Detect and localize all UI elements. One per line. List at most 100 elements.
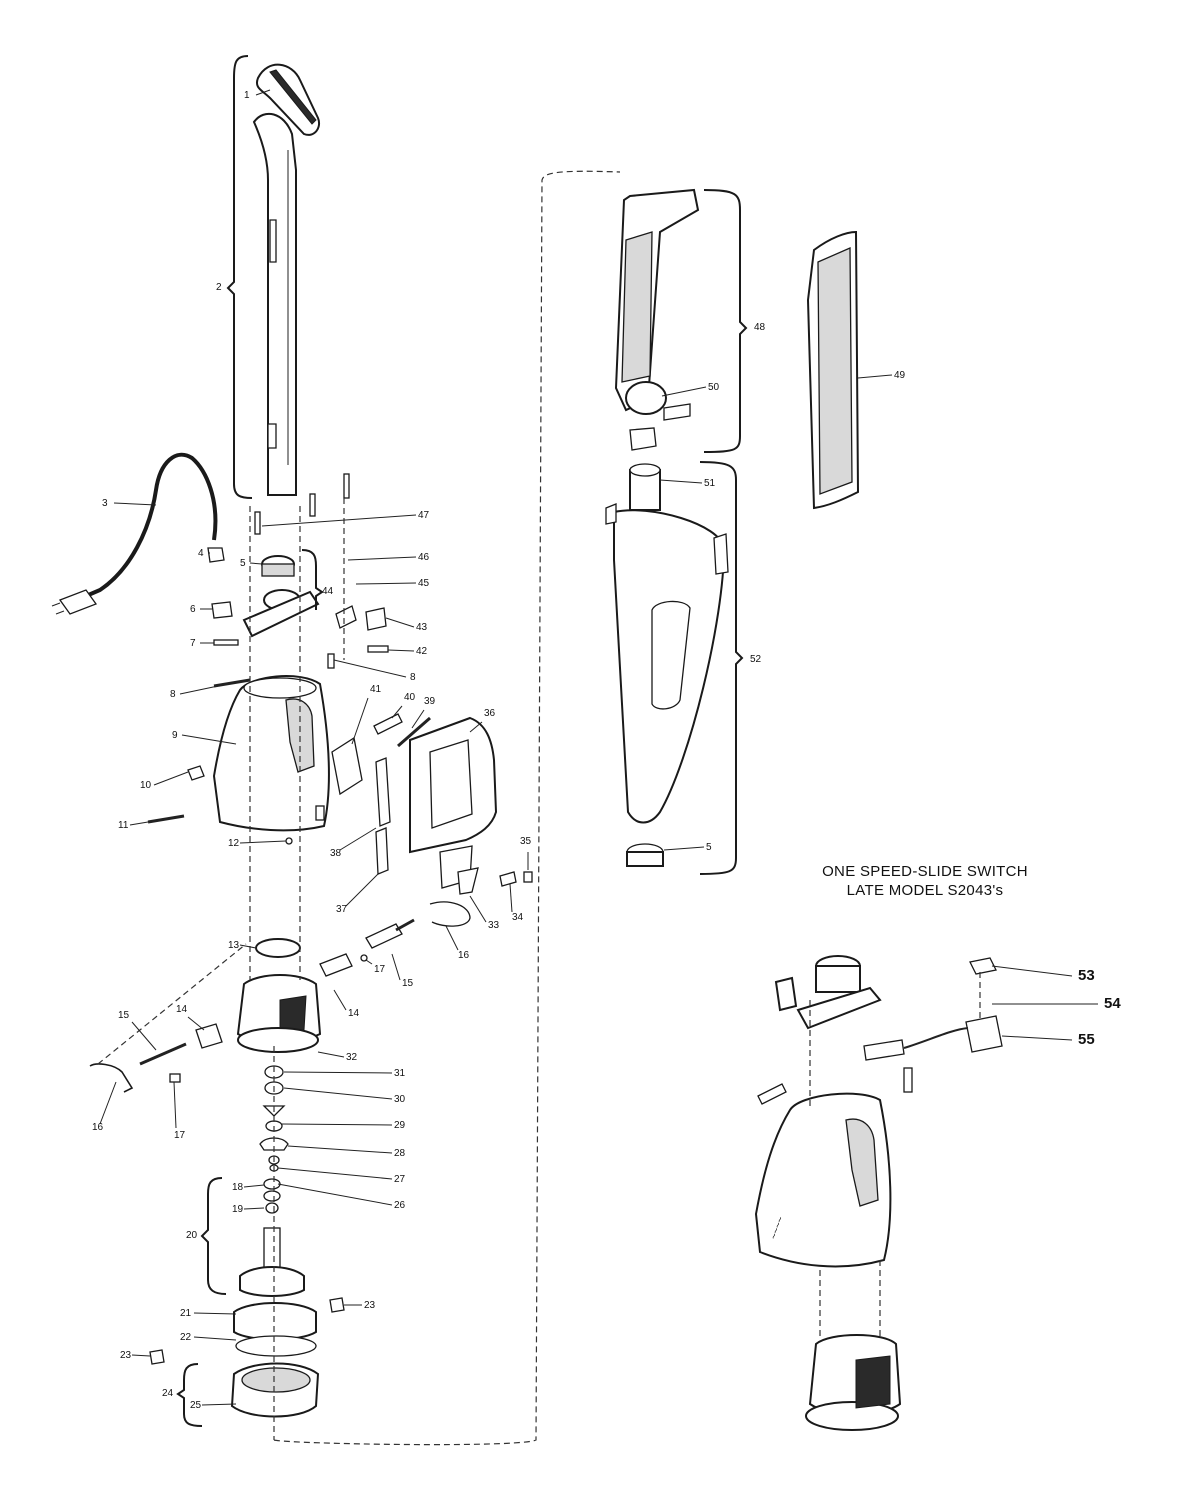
callout-10: 10 xyxy=(140,780,152,791)
callout-leader-42 xyxy=(387,649,415,652)
callout-leader-45 xyxy=(355,582,417,585)
callout-leader-30 xyxy=(283,1087,393,1100)
inset-motor-housing: ~~~~ xyxy=(754,1092,892,1268)
callout-7: 7 xyxy=(190,638,196,649)
callout-54: 54 xyxy=(1104,995,1121,1012)
callout-5: 5 xyxy=(240,558,246,569)
callout-leader-55 xyxy=(1001,1035,1073,1041)
motor-stack xyxy=(149,1065,345,1418)
brace-24 xyxy=(176,1363,203,1427)
brace-44 xyxy=(301,549,324,610)
callout-leader-9 xyxy=(181,734,237,745)
callout-5: 5 xyxy=(706,842,712,853)
filter-frame xyxy=(614,188,700,451)
callout-leader-1 xyxy=(255,89,271,96)
callout-47: 47 xyxy=(418,510,430,521)
callout-leader-27 xyxy=(277,1167,393,1180)
callout-3: 3 xyxy=(102,498,108,509)
callout-leader-21 xyxy=(193,1312,237,1315)
callout-11: 11 xyxy=(118,820,129,831)
callout-43: 43 xyxy=(416,622,428,633)
callout-16: 16 xyxy=(458,950,470,961)
rear-cover xyxy=(409,716,498,895)
callout-leader-16 xyxy=(99,1081,117,1125)
callout-leader-19 xyxy=(243,1207,265,1210)
brace-48 xyxy=(703,189,748,453)
callout-leader-15 xyxy=(131,1021,157,1051)
inset-guides xyxy=(809,972,981,1340)
callout-52: 52 xyxy=(750,654,762,665)
callout-leader-36 xyxy=(469,721,483,733)
callout-leader-17 xyxy=(365,959,373,965)
callout-leader-16 xyxy=(445,925,459,951)
callout-15: 15 xyxy=(118,1010,130,1021)
callout-46: 46 xyxy=(418,552,430,563)
callout-leader-51 xyxy=(659,479,703,484)
callout-23: 23 xyxy=(364,1300,376,1311)
callout-18: 18 xyxy=(232,1182,244,1193)
inset-title: ONE SPEED-SLIDE SWITCH LATE MODEL S2043'… xyxy=(800,862,1050,900)
callout-25: 25 xyxy=(190,1400,202,1411)
callout-leader-41 xyxy=(351,697,369,745)
callout-leader-25 xyxy=(201,1403,237,1406)
callout-1: 1 xyxy=(244,90,250,101)
callout-leader-15 xyxy=(391,953,401,981)
callout-leader-43 xyxy=(385,617,415,628)
callout-14: 14 xyxy=(348,1008,360,1019)
small-parts-left xyxy=(147,765,533,927)
handle-tube xyxy=(252,112,297,496)
callout-27: 27 xyxy=(394,1174,406,1185)
callout-28: 28 xyxy=(394,1148,406,1159)
callout-26: 26 xyxy=(394,1200,406,1211)
callout-14: 14 xyxy=(176,1004,188,1015)
callout-leader-31 xyxy=(283,1071,393,1074)
callout-leader-10 xyxy=(153,771,189,786)
callout-leader-40 xyxy=(391,705,403,719)
callout-32: 32 xyxy=(346,1052,358,1063)
callout-leader-26 xyxy=(277,1183,393,1206)
callout-45: 45 xyxy=(418,578,430,589)
callout-34: 34 xyxy=(512,912,524,923)
callout-leader-14 xyxy=(187,1016,205,1031)
callout-53: 53 xyxy=(1078,967,1095,984)
inset-motor-base xyxy=(805,1334,902,1431)
callout-leader-8 xyxy=(179,685,219,695)
callout-leader-49 xyxy=(857,374,893,379)
inset-switch-assembly xyxy=(757,955,1003,1105)
callout-15: 15 xyxy=(402,978,414,989)
handle-grip xyxy=(256,63,320,136)
callout-leader-5 xyxy=(249,562,263,565)
callout-24: 24 xyxy=(162,1388,174,1399)
callout-leader-23 xyxy=(131,1354,151,1357)
callout-leader-47 xyxy=(261,514,417,527)
callout-50: 50 xyxy=(708,382,720,393)
callout-leader-38 xyxy=(339,827,377,851)
callout-44: 44 xyxy=(322,586,334,597)
callout-leader-34 xyxy=(509,883,513,913)
callout-leader-29 xyxy=(281,1123,393,1126)
callout-22: 22 xyxy=(180,1332,192,1343)
callout-31: 31 xyxy=(394,1068,406,1079)
callout-leader-3 xyxy=(113,502,157,506)
callout-leader-13 xyxy=(239,944,257,949)
screws-47 xyxy=(254,473,350,535)
callout-39: 39 xyxy=(424,696,436,707)
callout-leader-12 xyxy=(239,840,287,844)
callout-33: 33 xyxy=(488,920,500,931)
callout-leader-17 xyxy=(173,1081,177,1129)
callout-42: 42 xyxy=(416,646,428,657)
brace-52 xyxy=(699,461,744,875)
callout-6: 6 xyxy=(190,604,196,615)
collar-51 xyxy=(629,463,661,511)
callout-2: 2 xyxy=(216,282,222,293)
callout-12: 12 xyxy=(228,838,240,849)
callout-leader-46 xyxy=(347,556,417,561)
callout-leader-5 xyxy=(663,846,705,851)
callout-37: 37 xyxy=(336,904,348,915)
callout-leader-32 xyxy=(317,1051,345,1058)
callout-17: 17 xyxy=(174,1130,186,1141)
callout-4: 4 xyxy=(198,548,204,559)
callout-leader-22 xyxy=(193,1336,237,1341)
